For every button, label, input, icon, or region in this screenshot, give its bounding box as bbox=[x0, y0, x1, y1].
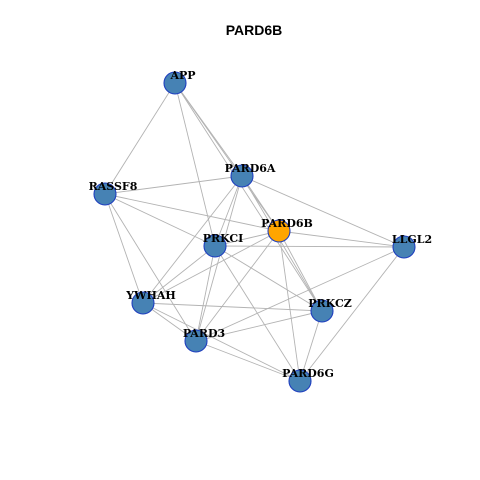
node-llgl2 bbox=[392, 235, 416, 259]
edge-app-rassf8 bbox=[104, 82, 176, 195]
edge-llgl2-pard3 bbox=[195, 246, 405, 342]
edge-rassf8-pard6b bbox=[104, 193, 280, 232]
node-label-rassf8: RASSF8 bbox=[89, 180, 138, 193]
edge-ywhah-prkcz bbox=[142, 302, 323, 312]
edge-prkci-pard3 bbox=[195, 245, 216, 342]
node-label-prkcz: PRKCZ bbox=[308, 297, 351, 310]
edge-app-pard6b bbox=[174, 82, 280, 232]
node-label-prkci: PRKCI bbox=[203, 232, 244, 245]
edge-app-prkci bbox=[174, 82, 216, 247]
node-app bbox=[163, 71, 187, 95]
edge-pard6b-pard3 bbox=[195, 230, 280, 342]
edge-prkcz-pard6g bbox=[299, 310, 323, 382]
node-rassf8 bbox=[93, 182, 117, 206]
nodes-layer bbox=[93, 71, 416, 393]
edge-pard3-pard6g bbox=[195, 340, 301, 382]
edge-prkci-prkcz bbox=[214, 245, 323, 312]
node-label-ywhah: YWHAH bbox=[125, 289, 176, 302]
node-label-pard3: PARD3 bbox=[183, 327, 225, 340]
edge-prkci-llgl2 bbox=[214, 245, 405, 248]
node-pard6b bbox=[267, 219, 291, 243]
node-pard6a bbox=[230, 164, 254, 188]
node-label-llgl2: LLGL2 bbox=[392, 233, 432, 246]
node-label-app: APP bbox=[169, 69, 195, 82]
edge-prkcz-pard3 bbox=[195, 310, 323, 342]
node-label-pard6a: PARD6A bbox=[225, 162, 276, 175]
node-prkci bbox=[203, 234, 227, 258]
node-ywhah bbox=[131, 291, 155, 315]
node-pard3 bbox=[184, 329, 208, 353]
edge-pard6a-prkci bbox=[214, 175, 243, 247]
edge-rassf8-ywhah bbox=[104, 193, 144, 304]
edge-pard6a-rassf8 bbox=[104, 175, 243, 195]
node-prkcz bbox=[310, 299, 334, 323]
edge-pard6b-llgl2 bbox=[278, 230, 405, 248]
edge-pard6a-pard3 bbox=[195, 175, 243, 342]
graph-title: PARD6B bbox=[226, 22, 283, 38]
node-pard6g bbox=[288, 369, 312, 393]
edge-rassf8-pard3 bbox=[104, 193, 197, 342]
edge-app-prkcz bbox=[174, 82, 323, 312]
node-label-pard6g: PARD6G bbox=[282, 367, 334, 380]
edge-prkci-ywhah bbox=[142, 245, 216, 304]
edge-pard6a-prkcz bbox=[241, 175, 323, 312]
edge-rassf8-prkci bbox=[104, 193, 216, 247]
edge-ywhah-pard6g bbox=[142, 302, 301, 382]
node-label-pard6b: PARD6B bbox=[261, 217, 313, 230]
edge-llgl2-pard6g bbox=[299, 246, 405, 382]
edge-pard6b-pard6g bbox=[278, 230, 301, 382]
edge-pard6b-prkcz bbox=[278, 230, 323, 312]
edges-layer bbox=[104, 82, 405, 382]
edge-pard6a-llgl2 bbox=[241, 175, 405, 248]
